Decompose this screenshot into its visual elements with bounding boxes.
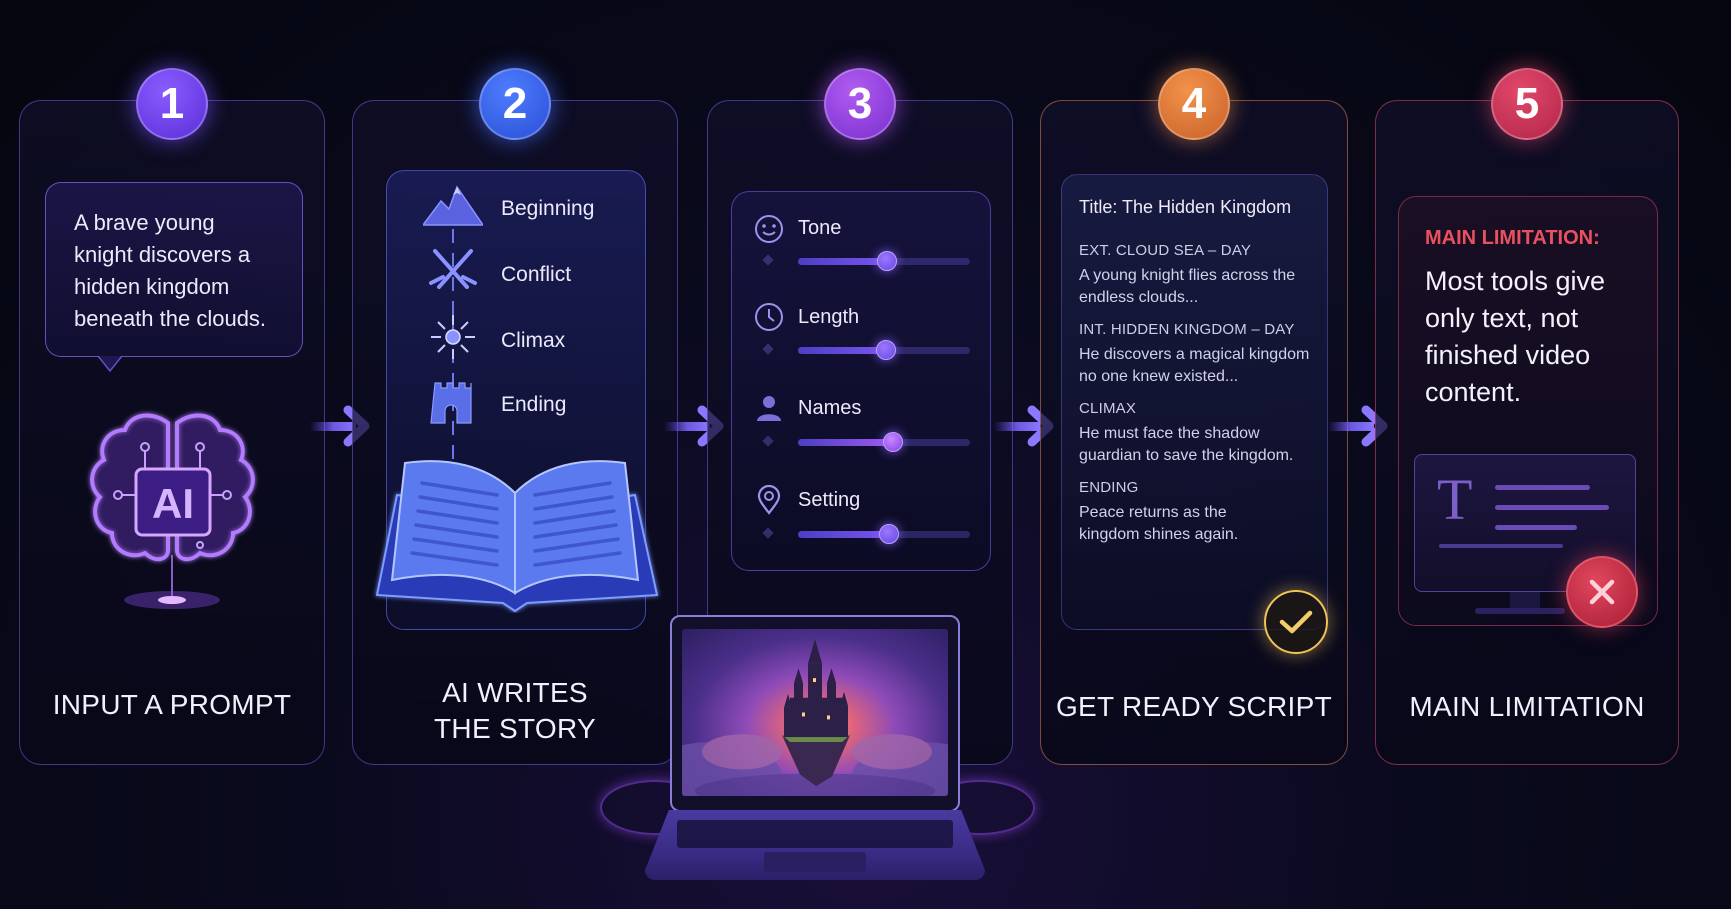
slider-thumb[interactable] (875, 340, 896, 360)
laptop-screen (682, 629, 948, 796)
diamond-icon (762, 254, 774, 266)
ai-brain-icon: AI (90, 413, 255, 609)
scene-heading: EXT. CLOUD SEA – DAY (1079, 242, 1252, 259)
person-icon (757, 396, 781, 421)
burst-icon (431, 315, 475, 359)
scene-heading: CLIMAX (1079, 400, 1137, 417)
tone-slider[interactable] (798, 251, 970, 271)
laptop-illustration (645, 612, 985, 887)
castle-icon (430, 382, 472, 424)
prompt-bubble: A brave young knight discovers a hidden … (45, 182, 303, 357)
step-number-badge: 4 (1158, 68, 1230, 140)
script-title: Title: The Hidden Kingdom (1079, 197, 1292, 217)
stage-beginning: Beginning (501, 197, 595, 220)
checkmark-badge (1264, 590, 1328, 654)
scene-text: He must face the shadow guardian to save… (1079, 425, 1294, 464)
keyboard (677, 820, 953, 848)
slider-thumb[interactable] (882, 432, 903, 452)
step-title: INPUT A PROMPT (52, 689, 292, 720)
clock-icon (755, 303, 783, 331)
length-slider[interactable] (798, 340, 970, 360)
names-slider[interactable] (798, 432, 970, 452)
text-glyph-icon: T (1437, 467, 1473, 532)
scene-heading: ENDING (1079, 479, 1139, 496)
stage-climax: Climax (501, 329, 566, 352)
slider-thumb[interactable] (879, 524, 900, 544)
diamond-icon (762, 435, 774, 447)
step-number-badge: 5 (1491, 68, 1563, 140)
setting-slider[interactable] (798, 524, 970, 544)
floating-castle-icon (682, 638, 948, 796)
setting-label-names: Names (798, 397, 862, 419)
setting-label-tone: Tone (798, 217, 842, 239)
mountain-icon (423, 185, 483, 226)
crossed-swords-icon (429, 249, 477, 289)
limitation-label: MAIN LIMITATION: (1425, 227, 1600, 249)
speech-tail-icon (98, 356, 122, 372)
diamond-icon (762, 527, 774, 539)
stage-conflict: Conflict (501, 263, 572, 286)
scene-heading: INT. HIDDEN KINGDOM – DAY (1079, 321, 1295, 338)
open-book-icon (375, 460, 659, 613)
step-title: AI WRITES THE STORY (434, 677, 596, 745)
setting-label-setting: Setting (798, 489, 861, 511)
screenplay-panel: Title: The Hidden Kingdom EXT. CLOUD SEA… (1061, 174, 1328, 630)
stage-ending: Ending (501, 393, 567, 416)
laptop-base (645, 810, 985, 880)
diamond-icon (762, 343, 774, 355)
step-number-badge: 2 (479, 68, 551, 140)
trackpad (764, 852, 866, 872)
scene-text: He discovers a magical kingdom no one kn… (1079, 346, 1310, 385)
step-title: MAIN LIMITATION (1409, 691, 1645, 722)
smiley-icon (755, 215, 783, 243)
x-badge (1566, 556, 1638, 628)
scene-text: A young knight flies across the endless … (1079, 267, 1296, 306)
monitor-stand (1510, 592, 1540, 610)
monitor-foot (1475, 608, 1565, 614)
svg-text:AI: AI (152, 480, 194, 527)
scene-text: Peace returns as the kingdom shines agai… (1079, 504, 1239, 543)
slider-thumb[interactable] (877, 251, 898, 271)
story-settings-panel: Tone Length Names Setting (731, 191, 991, 571)
step-number-badge: 3 (824, 68, 896, 140)
setting-label-length: Length (798, 306, 860, 328)
x-icon (1589, 579, 1615, 605)
step-number-badge: 1 (136, 68, 208, 140)
map-pin-icon (757, 485, 781, 515)
checkmark-icon (1279, 610, 1313, 634)
limitation-text: Most tools give only text, not finished … (1425, 266, 1606, 407)
step-title: GET READY SCRIPT (1055, 691, 1333, 722)
